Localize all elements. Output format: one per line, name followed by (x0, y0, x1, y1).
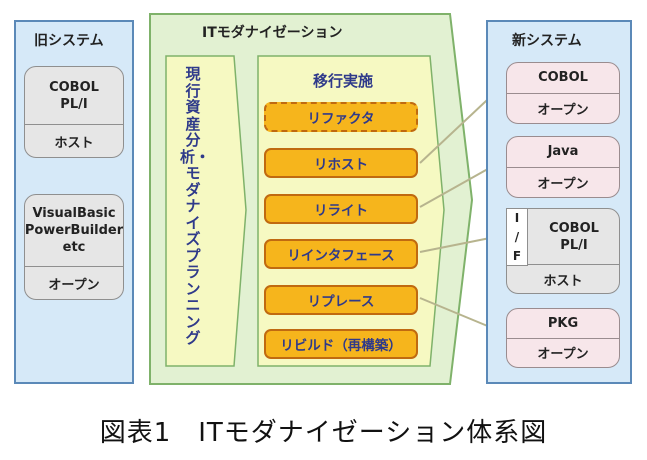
step-replace: リプレース (264, 285, 418, 315)
analysis-chevron (165, 55, 247, 367)
new-host-platform: ホスト (507, 264, 619, 293)
step-refactor: リファクタ (264, 102, 418, 132)
modernization-title: ITモダナイゼーション (202, 25, 343, 41)
new-pkg-platform: オープン (507, 337, 619, 368)
new-cobol-open-box: COBOL オープン (506, 62, 620, 124)
new-pkg-lang: PKG (547, 315, 579, 331)
new-cobol-lang: COBOL (538, 70, 588, 86)
step-rebuild: リビルド（再構築） (264, 329, 418, 359)
old-system-panel: 旧システム COBOL PL/I ホスト VisualBasic PowerBu… (14, 20, 134, 384)
step-rehost: リホスト (264, 148, 418, 178)
interface-letter-i: I (514, 211, 520, 226)
interface-slash: / (514, 229, 520, 244)
old-system-title: 旧システム (34, 33, 104, 49)
new-java-open-box: Java オープン (506, 136, 620, 198)
old-host-languages: COBOL PL/I (49, 79, 99, 112)
figure-caption: 図表1 ITモダナイゼーション体系図 (99, 418, 548, 448)
new-system-panel: 新システム COBOL オープン Java オープン COBOL PL/I ホス… (486, 20, 632, 384)
new-pkg-open-box: PKG オープン (506, 308, 620, 368)
new-system-title: 新システム (512, 33, 582, 49)
old-host-platform: ホスト (25, 124, 123, 157)
execution-title: 移行実施 (313, 72, 374, 90)
new-host-languages: COBOL PL/I (549, 220, 599, 253)
old-open-tools: VisualBasic PowerBuilder etc (24, 206, 124, 256)
old-system-host-box: COBOL PL/I ホスト (24, 66, 124, 158)
step-reinterface: リインタフェース (264, 239, 418, 269)
interface-letter-f: F (512, 248, 522, 263)
step-rewrite: リライト (264, 194, 418, 224)
new-cobol-platform: オープン (507, 92, 619, 124)
new-java-platform: オープン (507, 166, 619, 198)
old-open-platform: オープン (25, 266, 123, 299)
analysis-label: 現行資産分析・モダナイズプランニング (180, 65, 211, 347)
interface-box: I / F (506, 208, 528, 266)
old-system-open-box: VisualBasic PowerBuilder etc オープン (24, 194, 124, 300)
new-java-lang: Java (547, 144, 579, 160)
